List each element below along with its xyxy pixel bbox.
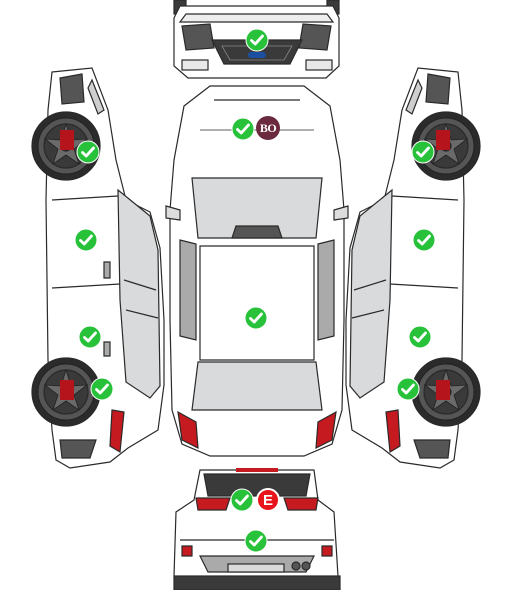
rear-bumper-check-icon[interactable] <box>244 529 268 553</box>
left-front-door-check-icon[interactable] <box>74 228 98 252</box>
right-side-view <box>345 67 481 469</box>
tailgate-e-badge[interactable]: E <box>256 488 280 512</box>
front-bumper-check-icon[interactable] <box>245 28 269 52</box>
tailgate-check-icon[interactable] <box>230 488 254 512</box>
hood-bo-badge[interactable]: BO <box>256 116 280 140</box>
left-side-view <box>31 67 165 469</box>
right-rear-wheel-check-icon[interactable] <box>396 377 420 401</box>
hood-check-icon[interactable] <box>231 117 255 141</box>
left-front-wheel-check-icon[interactable] <box>76 140 100 164</box>
roof-check-icon[interactable] <box>244 306 268 330</box>
left-rear-door-check-icon[interactable] <box>78 325 102 349</box>
left-rear-wheel-check-icon[interactable] <box>90 377 114 401</box>
right-front-door-check-icon[interactable] <box>412 228 436 252</box>
right-rear-door-check-icon[interactable] <box>408 325 432 349</box>
right-front-wheel-check-icon[interactable] <box>411 140 435 164</box>
top-view <box>165 85 349 457</box>
